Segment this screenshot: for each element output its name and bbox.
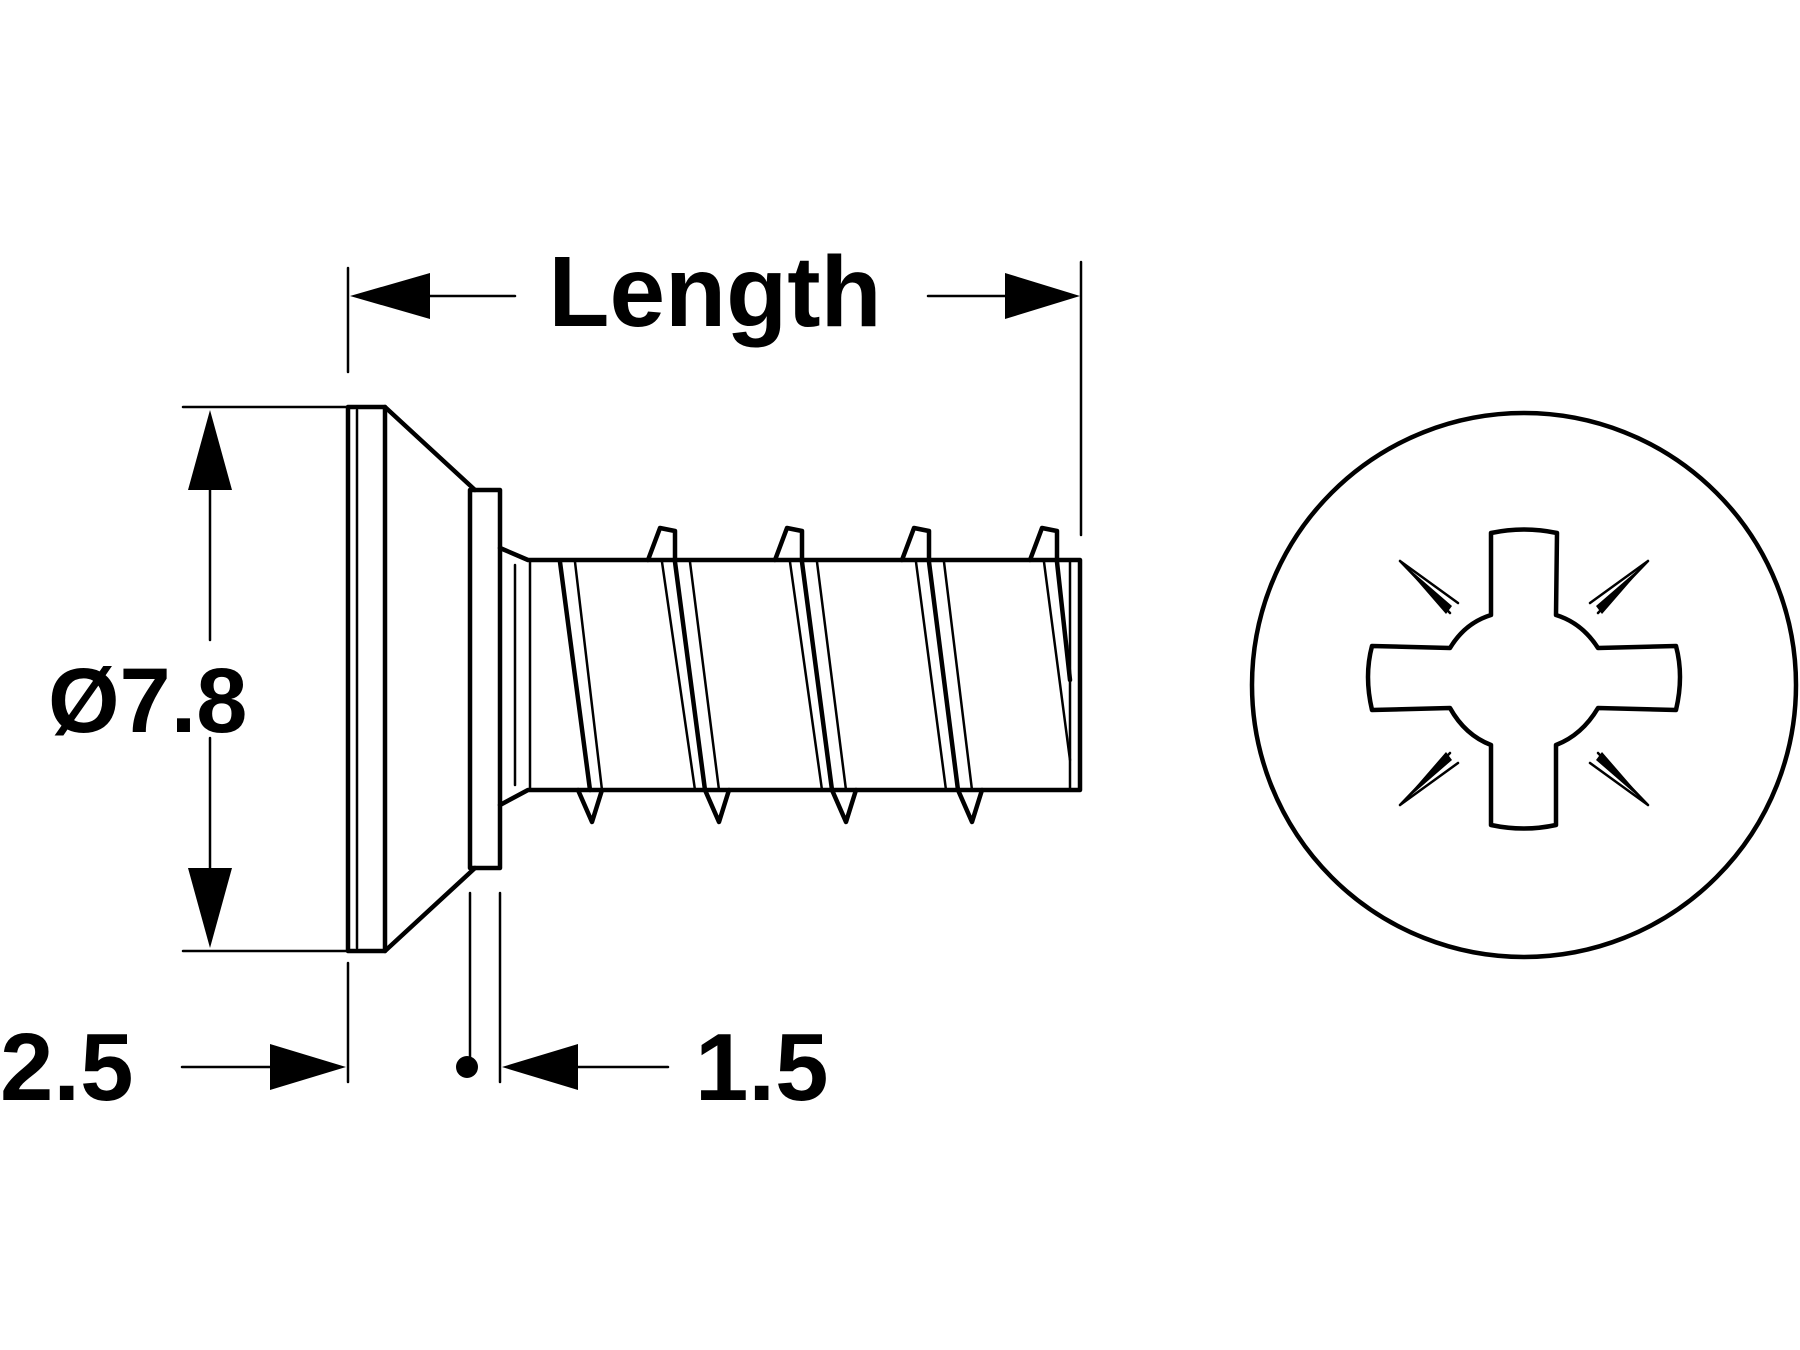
length-arrow-left bbox=[350, 273, 430, 319]
screw-side-view bbox=[345, 404, 1083, 954]
head-thickness-arrow bbox=[270, 1044, 346, 1090]
collar-dot bbox=[456, 1056, 478, 1078]
diameter-label: Ø7.8 bbox=[48, 650, 247, 752]
diameter-dimension: Ø7.8 bbox=[48, 405, 350, 953]
head-thickness-label: 2.5 bbox=[0, 1014, 133, 1121]
thread-crest-top bbox=[645, 525, 1060, 563]
screw-head-face bbox=[345, 404, 388, 954]
pozi-tick-fill bbox=[1400, 561, 1648, 805]
length-arrow-right bbox=[1005, 273, 1080, 319]
screw-neck bbox=[497, 545, 1083, 808]
screw-cone-bottom bbox=[382, 865, 478, 954]
thread-flanks bbox=[557, 559, 1073, 793]
thread-crest-bottom bbox=[575, 787, 985, 825]
length-label: Length bbox=[548, 236, 881, 348]
length-dimension: Length bbox=[346, 236, 1083, 537]
diameter-arrow-bottom bbox=[188, 868, 232, 948]
screw-cone-top bbox=[382, 404, 478, 493]
collar-thickness-dimension: 1.5 bbox=[456, 891, 828, 1121]
head-outline bbox=[1249, 410, 1799, 960]
thread-flanks-inner bbox=[573, 560, 1072, 792]
collar-thickness-arrow bbox=[502, 1044, 578, 1090]
screw-collar bbox=[467, 487, 503, 871]
diameter-arrow-top bbox=[188, 410, 232, 490]
cross-recess bbox=[1365, 527, 1683, 831]
collar-thickness-label: 1.5 bbox=[695, 1014, 828, 1121]
head-thickness-dimension: 2.5 bbox=[0, 961, 350, 1121]
pozidriv-head-icon bbox=[1249, 410, 1799, 960]
